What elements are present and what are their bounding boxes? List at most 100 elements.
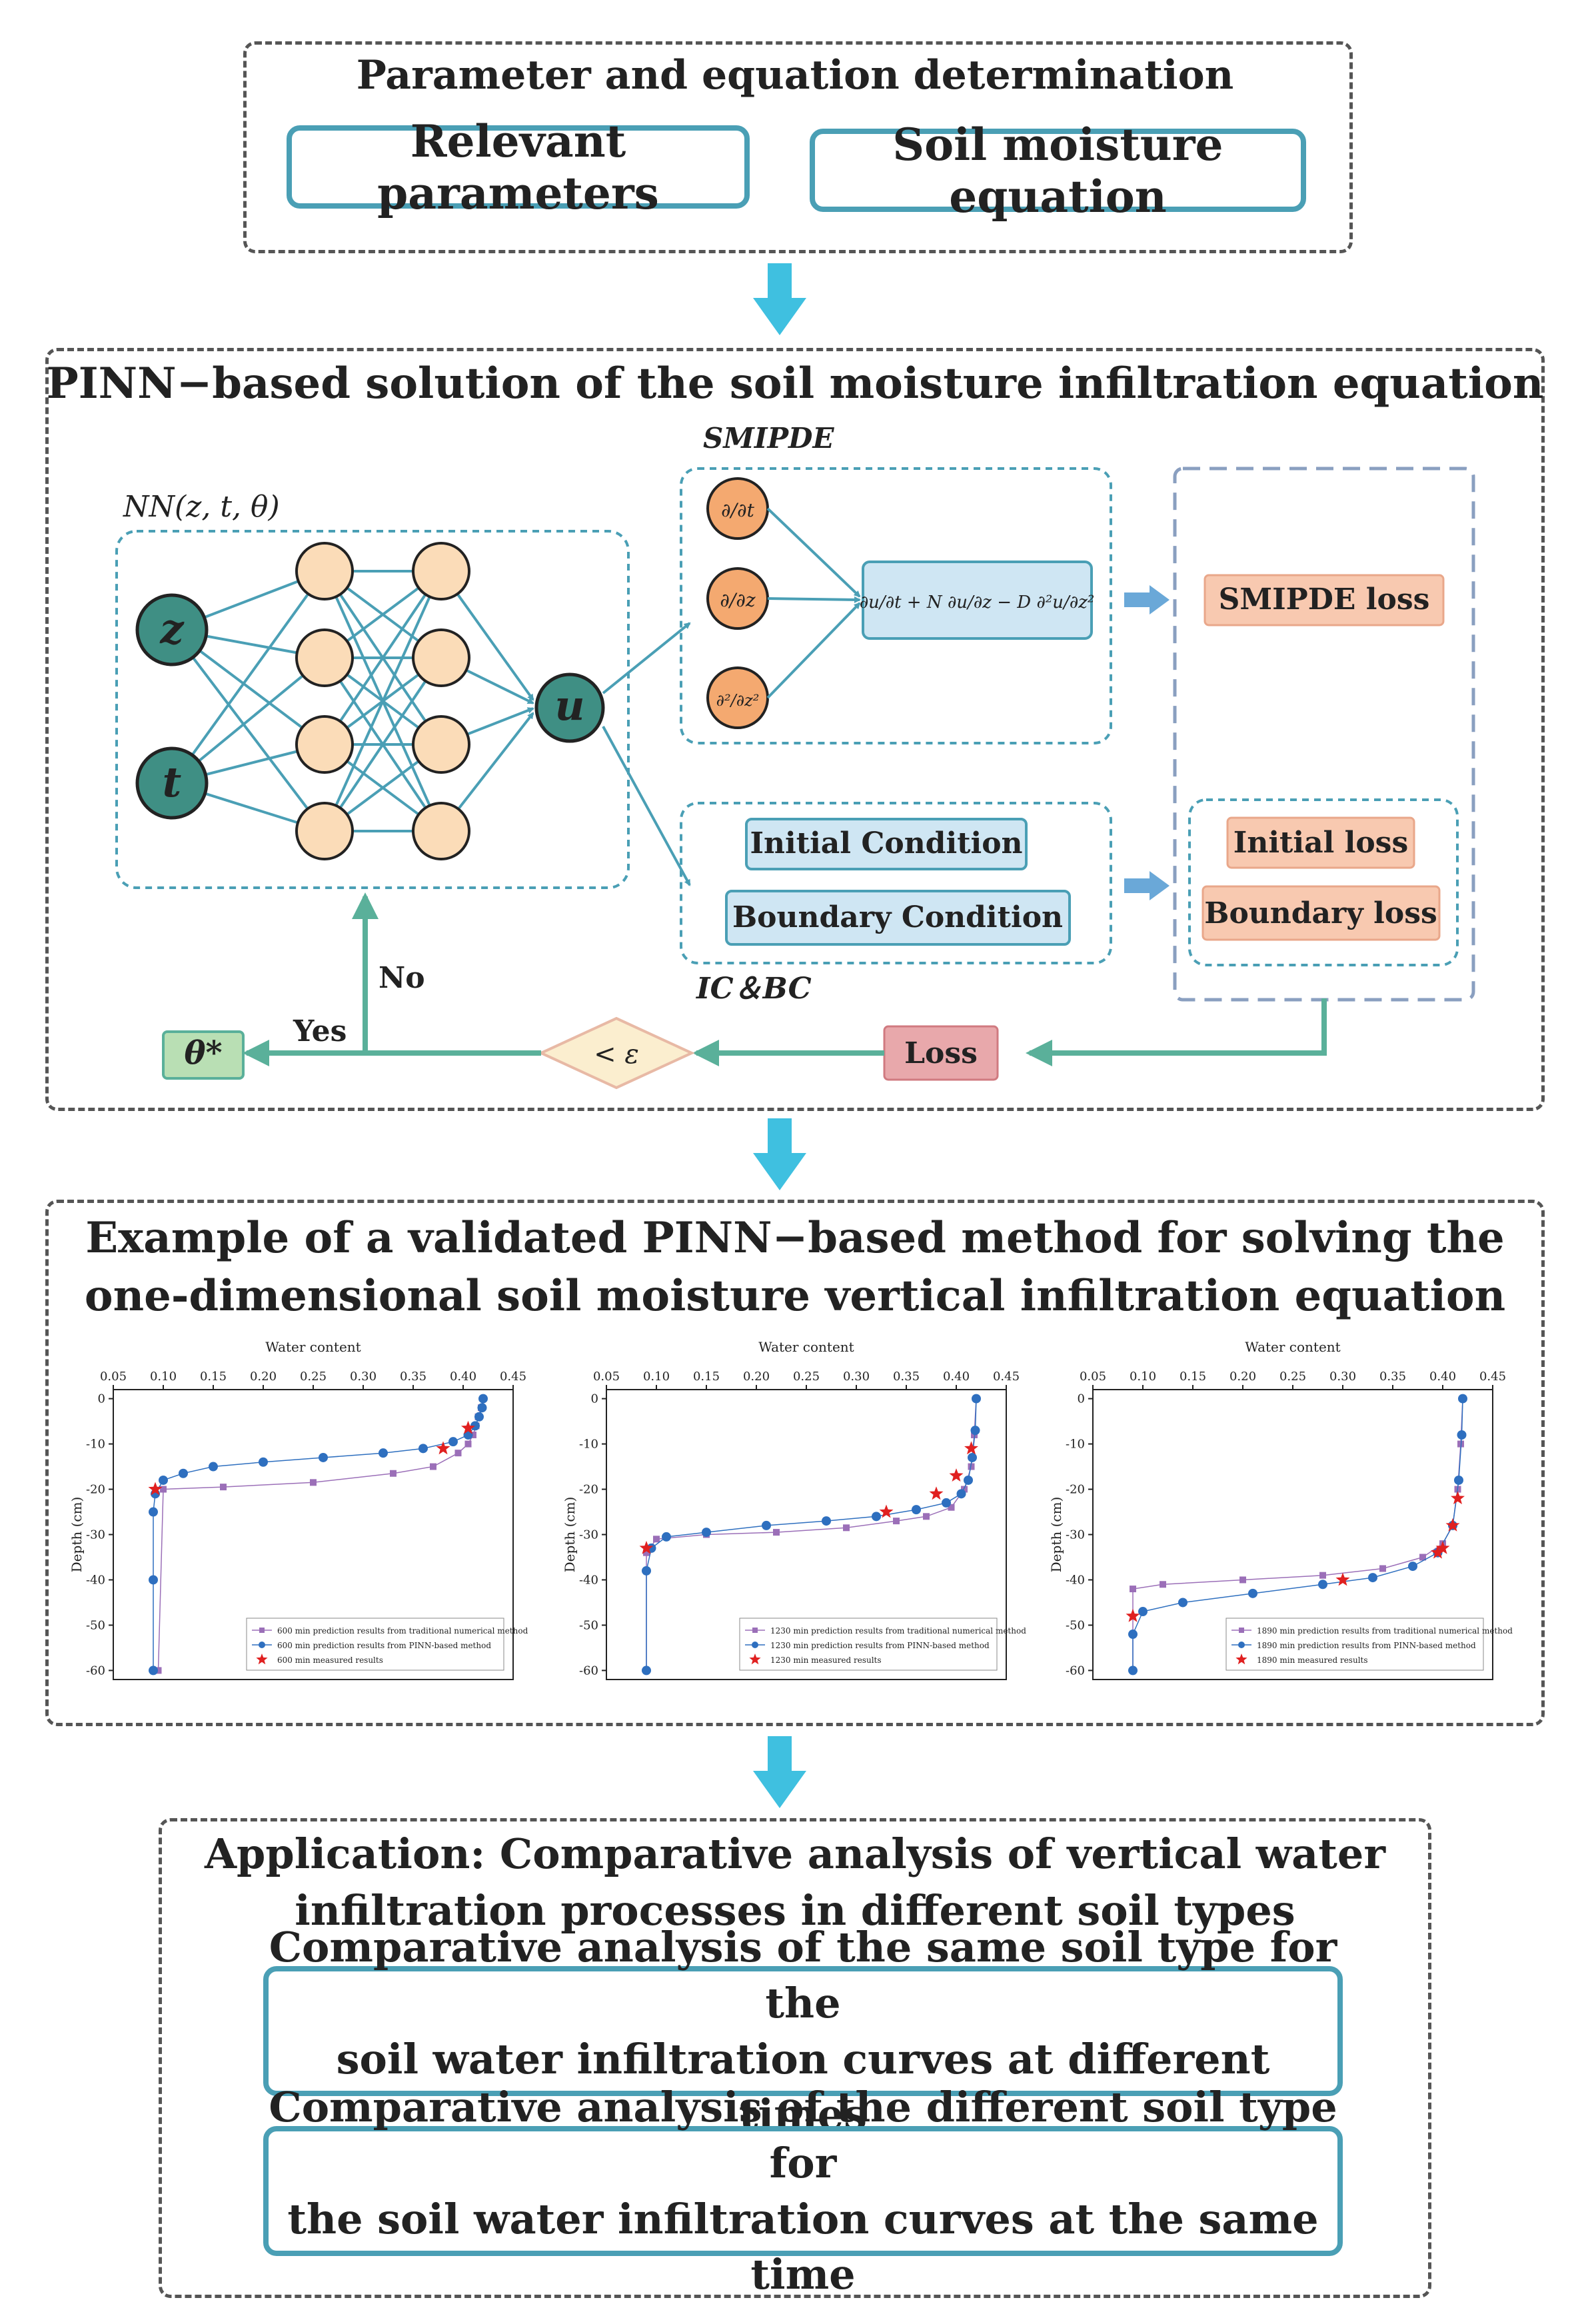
y-tick-label: -10 (86, 1438, 105, 1452)
legend-entry: 1230 min measured results (770, 1656, 882, 1665)
hidden-node (295, 802, 354, 860)
u-to-smipde-arrow (602, 622, 691, 694)
data-point-circle (762, 1520, 771, 1530)
data-point-circle (259, 1457, 268, 1467)
y-tick-label: 0 (1078, 1392, 1085, 1406)
box1-line1: Comparative analysis of the same soil ty… (269, 1923, 1337, 2027)
legend-entry: 1890 min measured results (1257, 1656, 1368, 1665)
initial-condition-box (745, 818, 1028, 870)
x-tick-label: 0.15 (1180, 1370, 1206, 1384)
legend-marker (752, 1642, 758, 1648)
legend-box (739, 1618, 998, 1671)
x-axis-label: Water content (758, 1339, 854, 1355)
data-point-circle (1368, 1573, 1377, 1583)
data-point-circle (1248, 1588, 1257, 1598)
legend-marker (752, 1628, 758, 1633)
x-tick-label: 0.05 (1080, 1370, 1106, 1384)
data-point-star (461, 1420, 475, 1434)
data-point-square (310, 1479, 317, 1486)
x-tick-label: 0.10 (1130, 1370, 1156, 1384)
data-point-square (1160, 1581, 1166, 1588)
section3-title-line2: one-dimensional soil moisture vertical i… (84, 1271, 1506, 1321)
chart-legend: 600 min prediction results from traditio… (246, 1618, 528, 1671)
data-point-circle (209, 1462, 218, 1472)
data-point-circle (1458, 1394, 1467, 1404)
legend-marker (259, 1642, 265, 1648)
data-point-square (948, 1504, 955, 1511)
same-soil-comparison-box: Comparative analysis of the same soil ty… (263, 1923, 1343, 2139)
data-point-square (390, 1470, 397, 1477)
data-point-star (436, 1441, 450, 1455)
data-point-square (843, 1524, 850, 1532)
smipde-label: SMIPDE (703, 422, 834, 455)
data-point-circle (1457, 1430, 1467, 1440)
pinn-diagram: NN(z, t, θ) z t (115, 422, 1475, 1090)
y-tick-label: 0 (98, 1392, 105, 1406)
section3-title-line1: Example of a validated PINN−based method… (85, 1213, 1505, 1263)
x-axis-label: Water content (1245, 1339, 1340, 1355)
chart-legend: 1230 min prediction results from traditi… (739, 1618, 1026, 1671)
x-tick-label: 0.25 (793, 1370, 820, 1384)
legend-entry: 600 min prediction results from traditio… (277, 1626, 528, 1636)
box2-line2: the soil water infiltration curves at th… (287, 2194, 1319, 2299)
section-pinn-solution (45, 348, 1545, 1111)
legend-marker (1239, 1628, 1244, 1633)
icbc-box (680, 802, 1112, 964)
different-soil-comparison-box: Comparative analysis of the different so… (263, 2083, 1343, 2299)
data-point-circle (179, 1468, 188, 1478)
data-point-square (464, 1440, 472, 1448)
y-axis-label: Depth (cm) (562, 1497, 578, 1573)
x-axis-label: Water content (265, 1339, 361, 1355)
flow-arrow-3 (753, 1736, 806, 1808)
legend-entry: 1890 min prediction results from traditi… (1257, 1626, 1513, 1636)
data-point-circle (972, 1394, 981, 1404)
data-point-circle (470, 1421, 480, 1431)
data-point-square (430, 1463, 436, 1470)
series-star (148, 1420, 475, 1496)
nn-box (115, 530, 630, 889)
y-tick-label: -50 (1066, 1618, 1085, 1632)
x-tick-label: 0.30 (843, 1370, 870, 1384)
x-tick-label: 0.05 (100, 1370, 127, 1384)
hidden-node (412, 715, 470, 774)
legend-marker (749, 1654, 761, 1665)
data-point-square (1319, 1572, 1326, 1579)
hidden-node (412, 628, 470, 687)
data-point-circle (1128, 1666, 1138, 1676)
hidden-node (295, 542, 354, 600)
data-point-circle (159, 1475, 168, 1485)
x-tick-label: 0.20 (743, 1370, 770, 1384)
section-parameter-determination (243, 41, 1353, 253)
legend-box (1225, 1618, 1484, 1671)
x-tick-label: 0.40 (943, 1370, 970, 1384)
deriv-t-label: ∂/∂t (721, 499, 754, 521)
legend-entry: 600 min prediction results from PINN-bas… (277, 1641, 491, 1650)
hidden-node (295, 628, 354, 687)
hidden-layer-1 (295, 542, 354, 860)
data-point-circle (1178, 1598, 1188, 1608)
data-point-square (1239, 1576, 1246, 1584)
data-point-circle (1128, 1630, 1138, 1640)
data-point-star (964, 1441, 978, 1455)
boundary-condition-box (725, 890, 1071, 946)
data-point-circle (478, 1394, 488, 1404)
icbc-to-loss-arrow (1124, 871, 1170, 900)
data-point-circle (942, 1498, 951, 1508)
data-point-square (470, 1431, 476, 1438)
data-point-circle (1454, 1475, 1463, 1485)
data-point-star (639, 1540, 654, 1554)
input-z-label: z (159, 604, 185, 653)
y-tick-label: -20 (86, 1483, 105, 1497)
data-point-square (160, 1486, 167, 1493)
legend-entry: 1230 min prediction results from PINN-ba… (770, 1641, 990, 1650)
x-tick-label: 0.40 (450, 1370, 476, 1384)
loss-feedback-line (1026, 998, 1327, 1066)
legend-entry: 1890 min prediction results from PINN-ba… (1257, 1641, 1476, 1650)
hidden-layer-2 (412, 542, 470, 860)
output-node-u: u (534, 672, 605, 743)
data-point-circle (702, 1528, 711, 1538)
data-point-square (893, 1518, 900, 1525)
hidden-node (412, 542, 470, 600)
